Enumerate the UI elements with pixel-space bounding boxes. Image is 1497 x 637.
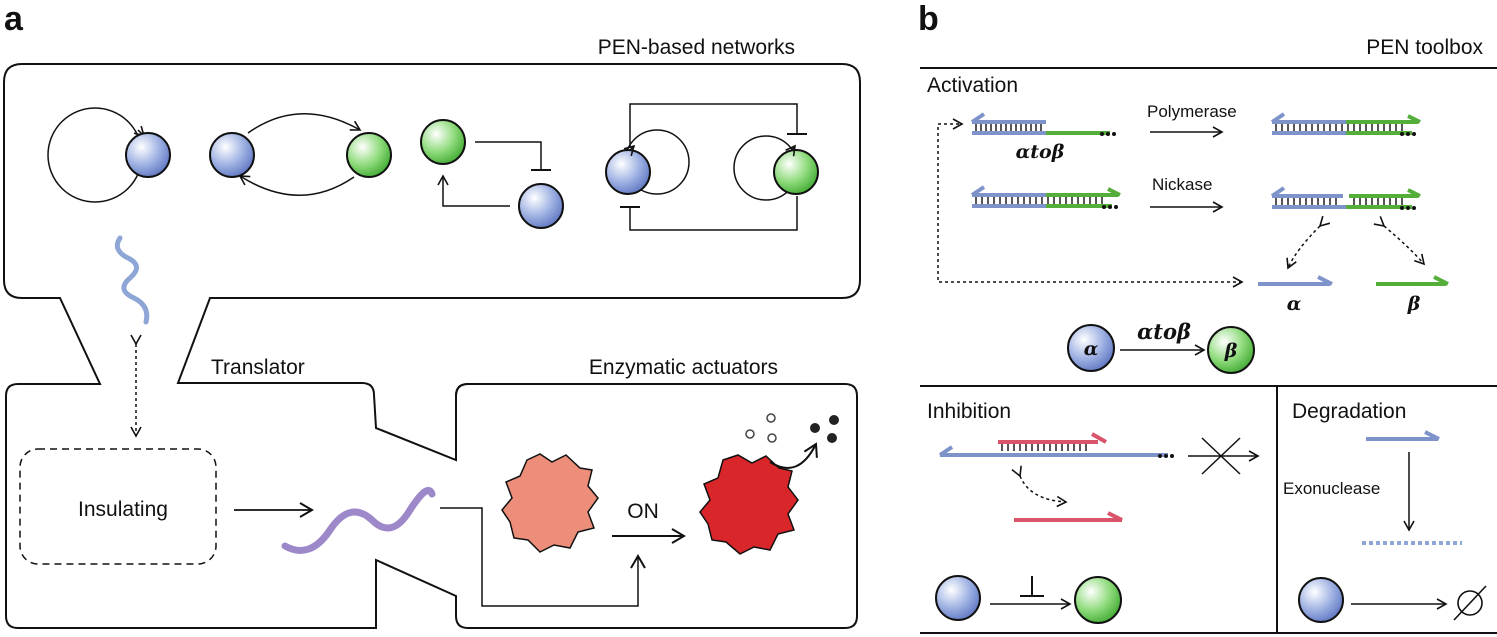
on-label: ON [627,500,659,523]
inhibit-node-beta [1074,576,1122,624]
product-molecules [810,415,839,443]
actuators-box [455,383,469,397]
translator-path [440,507,646,607]
node-alpha [209,132,255,178]
template-primed [970,112,1116,136]
reaction-node-beta [1207,326,1255,374]
release-alpha-arrow [1286,215,1331,270]
template-extended-2 [970,185,1121,209]
enzyme-off [501,453,599,553]
node-beta [773,149,819,195]
template-nicked [1270,186,1421,210]
nickase-label: Nickase [1152,175,1212,194]
empty-set-icon [1453,585,1487,621]
inhibit-node-alpha [935,575,981,621]
network-autocatalytic [47,107,171,203]
substrate-molecules [745,413,777,443]
actuators-label: Enzymatic actuators [589,356,778,379]
beta-label: β [1407,293,1421,315]
degradation-title: Degradation [1292,400,1406,423]
dna-strand-blue [114,235,150,325]
exonuclease-label: Exonuclease [1283,479,1380,498]
alpha-label: α [1287,293,1302,315]
network-mutual [209,113,392,196]
node-alpha [125,132,171,178]
template-label: αtoβ [1016,141,1065,163]
panel-a-letter: a [4,0,24,38]
panel-b-letter: b [918,0,939,38]
degrade-node-alpha [1298,577,1344,623]
toolbox-title: PEN toolbox [1366,36,1483,59]
node-beta [420,119,466,165]
activation-title: Activation [927,74,1018,97]
template-extended [1270,112,1421,136]
catalysis-arrow [769,442,818,469]
inhibition-tee [1020,576,1044,597]
reaction-alpha-label: α [1084,338,1099,360]
inhibitor-duplex [938,432,1174,458]
inhibition-title: Inhibition [927,400,1011,423]
network-bistable [605,103,819,231]
reaction-node-alpha [1067,324,1115,372]
free-beta-strand [1376,275,1449,286]
polymerase-label: Polymerase [1147,102,1237,121]
release-beta-arrow [1373,216,1426,266]
network-oscillator [420,119,564,229]
node-alpha [518,183,564,229]
node-beta [346,132,392,178]
reaction-beta-label: β [1224,340,1238,362]
free-alpha-strand [1258,275,1333,286]
dna-strand-purple [281,487,436,554]
free-inhibitor-strand [1014,511,1123,522]
insulating-label: Insulating [78,498,168,521]
insulating-box [19,448,217,565]
translator-label: Translator [211,356,305,379]
inhibitor-release-arrow [1011,465,1068,508]
feedback-dotted-path [937,118,1242,283]
block-cross [1201,437,1241,475]
degradation-strand [1366,430,1440,441]
node-alpha [605,149,651,195]
networks-title: PEN-based networks [598,36,795,59]
enzyme-on [699,454,799,555]
reaction-template-label: αtoβ [1137,319,1191,344]
networks-box [3,63,861,629]
